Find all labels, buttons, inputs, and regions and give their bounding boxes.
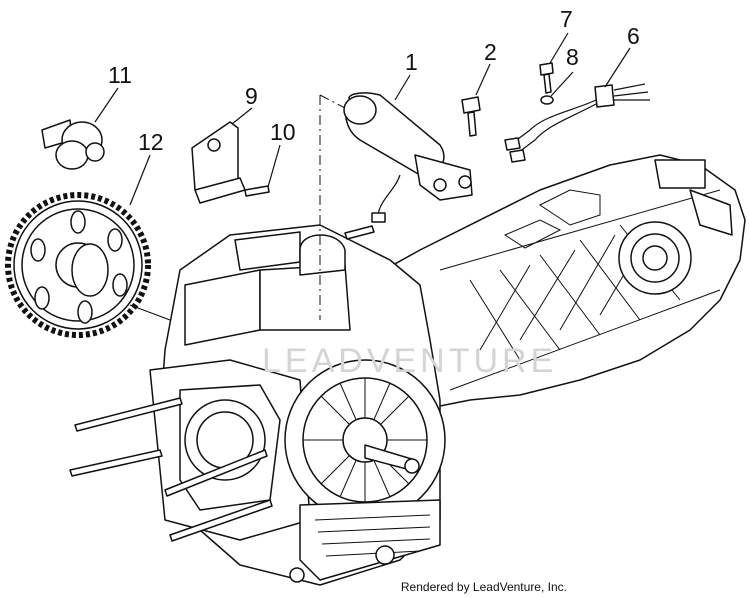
callout-6: 6 [627,23,640,49]
callout-2: 2 [484,39,497,65]
crankcase [69,154,746,586]
render-credit: Rendered by LeadVenture, Inc. [400,580,567,594]
callout-1: 1 [405,49,418,75]
mounting-bracket [191,121,246,204]
bracket-screw [244,185,270,197]
starter-gear-assembly [41,119,105,170]
starter-ring-gear [5,192,151,338]
ground-cable [504,83,650,163]
leader-lines [94,32,631,321]
screw-and-washer [539,62,554,105]
watermark-text: LEADVENTURE [262,342,557,380]
callout-11: 11 [108,62,132,88]
callout-12: 12 [138,129,164,155]
starter-bolt [461,96,481,137]
callout-10: 10 [270,119,296,145]
callout-8: 8 [566,44,579,70]
callout-7: 7 [560,6,573,32]
starter-motor [343,92,473,240]
callout-9: 9 [245,83,258,109]
